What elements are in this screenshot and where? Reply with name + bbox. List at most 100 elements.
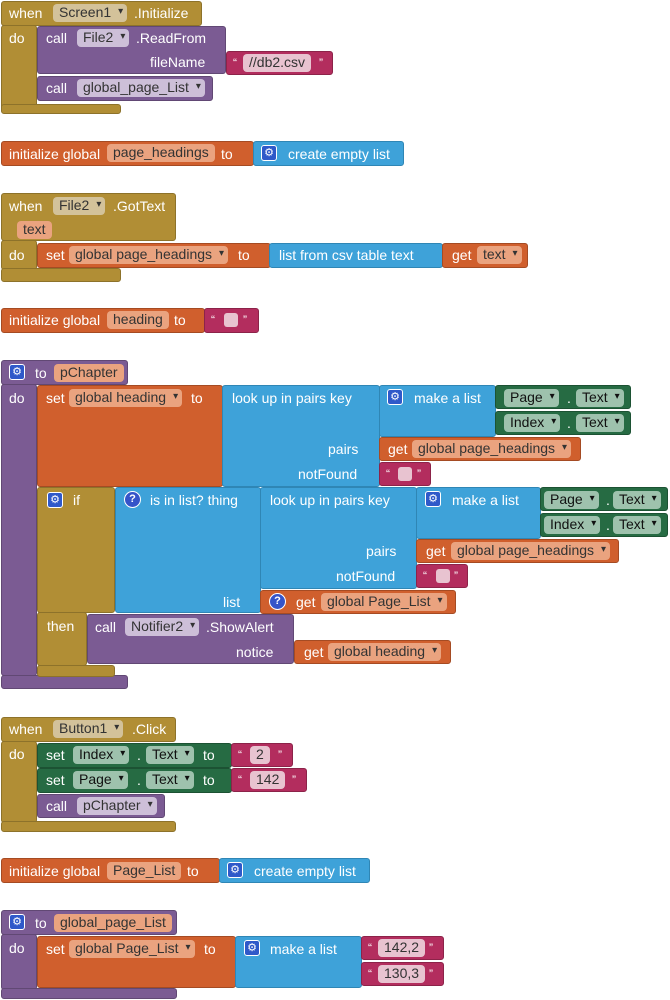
gear-icon[interactable]: ⚙: [9, 364, 25, 380]
page-headings-getter-dropdown-1[interactable]: global page_headings: [412, 440, 572, 458]
to-label-6: to: [203, 772, 215, 788]
index-component-dropdown-2[interactable]: Index: [544, 516, 601, 534]
create-empty-list-label: create empty list: [288, 146, 390, 162]
make-list-label-2: make a list: [452, 492, 519, 508]
do-label: do: [9, 30, 25, 46]
file2-event-dropdown[interactable]: File2: [53, 197, 106, 215]
init-global-label: initialize global: [9, 146, 101, 162]
do-label-2: do: [9, 247, 25, 263]
question-icon[interactable]: ?: [269, 593, 286, 610]
index-value[interactable]: 2: [250, 746, 270, 764]
list-from-csv-label: list from csv table text: [279, 247, 414, 263]
lookup-pairs-block-1[interactable]: [222, 385, 380, 487]
file2-dropdown[interactable]: File2: [77, 29, 130, 47]
call-label-3: call: [95, 619, 117, 635]
index-component-dropdown-1[interactable]: Index: [504, 414, 561, 432]
is-in-list-label: is in list? thing: [150, 492, 238, 508]
page-list-setter-dropdown[interactable]: global Page_List: [69, 940, 195, 958]
page-component-dropdown-1[interactable]: Page: [504, 389, 559, 407]
do-label-4: do: [9, 746, 25, 762]
heading-var-field[interactable]: heading: [107, 311, 169, 329]
gottext-label: .GotText: [113, 198, 166, 214]
screen1-dropdown[interactable]: Screen1: [53, 4, 128, 22]
to-keyword: to: [35, 365, 47, 381]
notfound-empty-value-1[interactable]: [398, 467, 412, 481]
notfound-label-2: notFound: [336, 568, 396, 584]
pchapter-name-field[interactable]: pChapter: [54, 364, 124, 382]
create-empty-list-label-2: create empty list: [254, 863, 356, 879]
button1-dropdown[interactable]: Button1: [53, 720, 124, 738]
notfound-empty-value-2[interactable]: [436, 569, 450, 583]
global-page-list-name-field[interactable]: global_page_List: [54, 914, 172, 932]
if-label: if: [73, 492, 80, 508]
to-label-4: to: [191, 390, 203, 406]
pchapter-call-dropdown[interactable]: pChapter: [77, 797, 157, 815]
make-list-label-3: make a list: [270, 941, 337, 957]
page-text-prop-dropdown-1[interactable]: Text: [576, 389, 624, 407]
get-label-3: get: [426, 543, 446, 559]
global-page-list-proc-dropdown[interactable]: global_page_List: [77, 79, 205, 97]
get-label-5: get: [304, 644, 324, 660]
text-param[interactable]: text: [17, 221, 52, 239]
lookup-label-1: look up in pairs key: [232, 390, 352, 406]
notfound-text-2[interactable]: [416, 564, 468, 588]
if-then-block[interactable]: [37, 487, 115, 613]
index-text-prop-dropdown-2[interactable]: Text: [613, 516, 661, 534]
empty-text-value[interactable]: [224, 313, 238, 327]
list-from-csv-block[interactable]: [269, 243, 443, 268]
page-component-dropdown-2[interactable]: Page: [544, 491, 599, 509]
gear-icon[interactable]: ⚙: [244, 940, 260, 956]
page-text-prop-dropdown-2[interactable]: Text: [613, 491, 661, 509]
item1-value[interactable]: 142,2: [378, 939, 426, 957]
create-empty-list-block[interactable]: [253, 141, 404, 166]
gear-icon[interactable]: ⚙: [227, 862, 243, 878]
init-global-label-2: initialize global: [9, 312, 101, 328]
list-label: list: [223, 594, 241, 610]
to-label: to: [221, 146, 233, 162]
question-icon[interactable]: ?: [124, 491, 141, 508]
index-setter-dropdown[interactable]: Index: [73, 746, 130, 764]
to-label-5: to: [203, 747, 215, 763]
notice-label: notice: [236, 644, 274, 660]
gear-icon[interactable]: ⚙: [387, 389, 403, 405]
page-headings-setter-dropdown[interactable]: global page_headings: [69, 246, 229, 264]
notifier2-dropdown[interactable]: Notifier2: [125, 618, 200, 636]
set-label-3: set: [46, 747, 65, 763]
page-list-getter-dropdown[interactable]: global Page_List: [321, 593, 447, 611]
notfound-label-1: notFound: [298, 466, 358, 482]
do-label-3: do: [9, 390, 25, 406]
set-page-text[interactable]: [37, 768, 232, 793]
call-notifier-showalert[interactable]: [87, 614, 294, 664]
init-global-label-3: initialize global: [9, 863, 101, 879]
index-text-setter-dropdown[interactable]: Text: [146, 746, 194, 764]
gear-icon[interactable]: ⚙: [261, 145, 277, 161]
gear-icon[interactable]: ⚙: [47, 492, 63, 508]
page-headings-var-field[interactable]: page_headings: [107, 144, 215, 162]
get-label-2: get: [388, 441, 408, 457]
get-label: get: [452, 247, 472, 263]
call-label: call: [46, 30, 68, 46]
set-label: set: [46, 247, 65, 263]
set-index-text[interactable]: [37, 743, 232, 768]
item2-value[interactable]: 130,3: [378, 965, 426, 983]
gear-icon[interactable]: ⚙: [425, 491, 441, 507]
heading-setter-dropdown[interactable]: global heading: [69, 389, 183, 407]
page-setter-dropdown[interactable]: Page: [73, 771, 128, 789]
filename-value[interactable]: //db2.csv: [243, 54, 312, 72]
create-empty-list-block-2[interactable]: [219, 858, 370, 883]
index-text-prop-dropdown-1[interactable]: Text: [576, 414, 624, 432]
page-headings-getter-dropdown-2[interactable]: global page_headings: [451, 542, 611, 560]
page-text-setter-dropdown[interactable]: Text: [146, 771, 194, 789]
gear-icon[interactable]: ⚙: [9, 914, 25, 930]
call-file-readfrom[interactable]: [37, 26, 226, 74]
call-label-2: call: [46, 80, 68, 96]
pairs-label-1: pairs: [328, 441, 359, 457]
heading-getter-dropdown[interactable]: global heading: [328, 643, 442, 661]
make-list-label-1: make a list: [414, 390, 481, 406]
initialize-label: .Initialize: [134, 5, 189, 21]
lookup-pairs-block-2[interactable]: [260, 487, 417, 589]
page-value[interactable]: 142: [250, 771, 286, 789]
is-in-list-block[interactable]: [115, 487, 261, 613]
page-list-var-field[interactable]: Page_List: [107, 862, 182, 880]
text-getter-dropdown[interactable]: text: [477, 246, 522, 264]
